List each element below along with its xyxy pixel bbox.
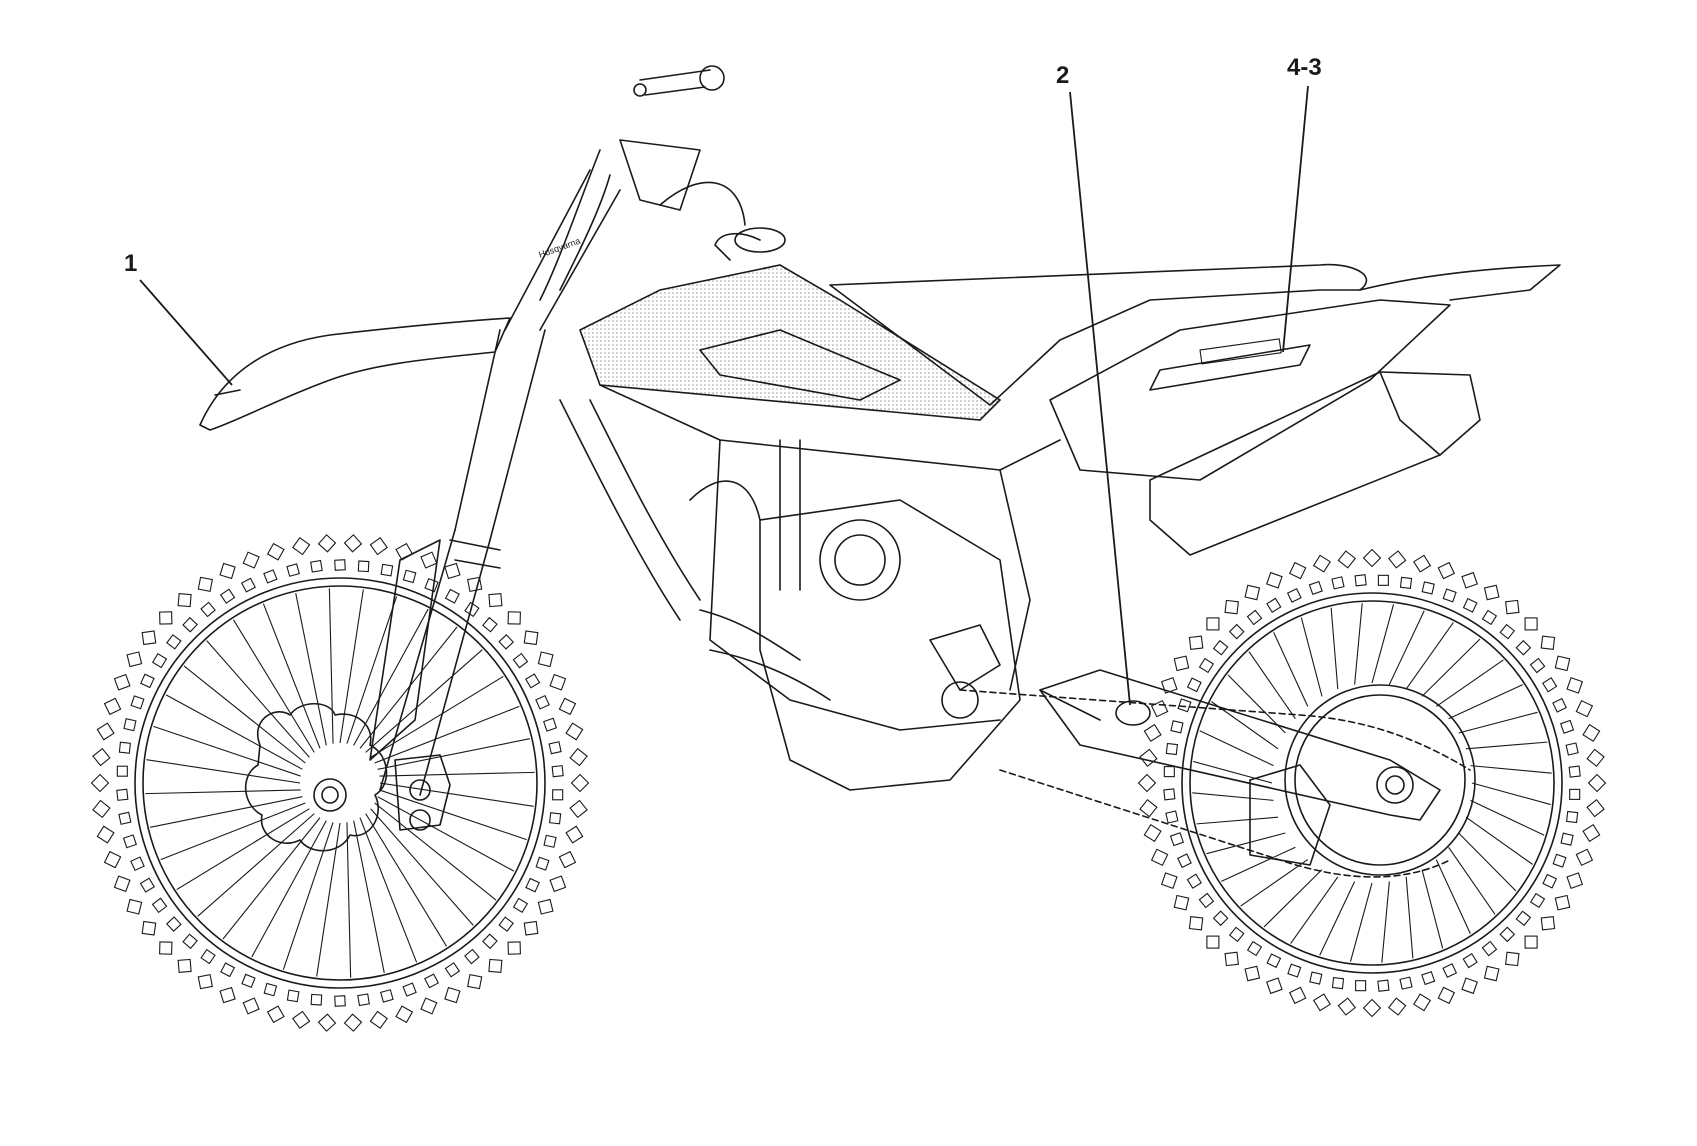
engine bbox=[699, 439, 1021, 791]
rear-fender bbox=[1049, 299, 1451, 481]
rear-spokes bbox=[1192, 603, 1552, 963]
callout-4-3: 4-3 bbox=[1287, 54, 1322, 81]
handlebar: Husqvarna bbox=[537, 65, 725, 301]
frame bbox=[559, 384, 1061, 731]
rear-sprocket bbox=[1284, 684, 1476, 876]
callout-2: 2 bbox=[1056, 62, 1070, 89]
chain-slider-mark bbox=[1115, 700, 1151, 726]
fuel-tank-shroud bbox=[579, 181, 1002, 421]
swingarm bbox=[1039, 669, 1441, 821]
front-spokes bbox=[145, 588, 535, 978]
front-fender bbox=[199, 317, 511, 431]
front-wheel bbox=[90, 534, 590, 1032]
rear-wheel bbox=[1137, 548, 1607, 1018]
callout-1: 1 bbox=[124, 250, 138, 277]
leader-lines bbox=[139, 85, 1309, 706]
front-tire bbox=[90, 534, 590, 1032]
rear-tire bbox=[1137, 548, 1607, 1018]
exhaust-muffler bbox=[1149, 371, 1481, 556]
front-fork bbox=[369, 169, 621, 796]
front-brake-disc bbox=[244, 702, 388, 852]
seat bbox=[829, 263, 1561, 406]
drive-chain bbox=[959, 689, 1471, 878]
